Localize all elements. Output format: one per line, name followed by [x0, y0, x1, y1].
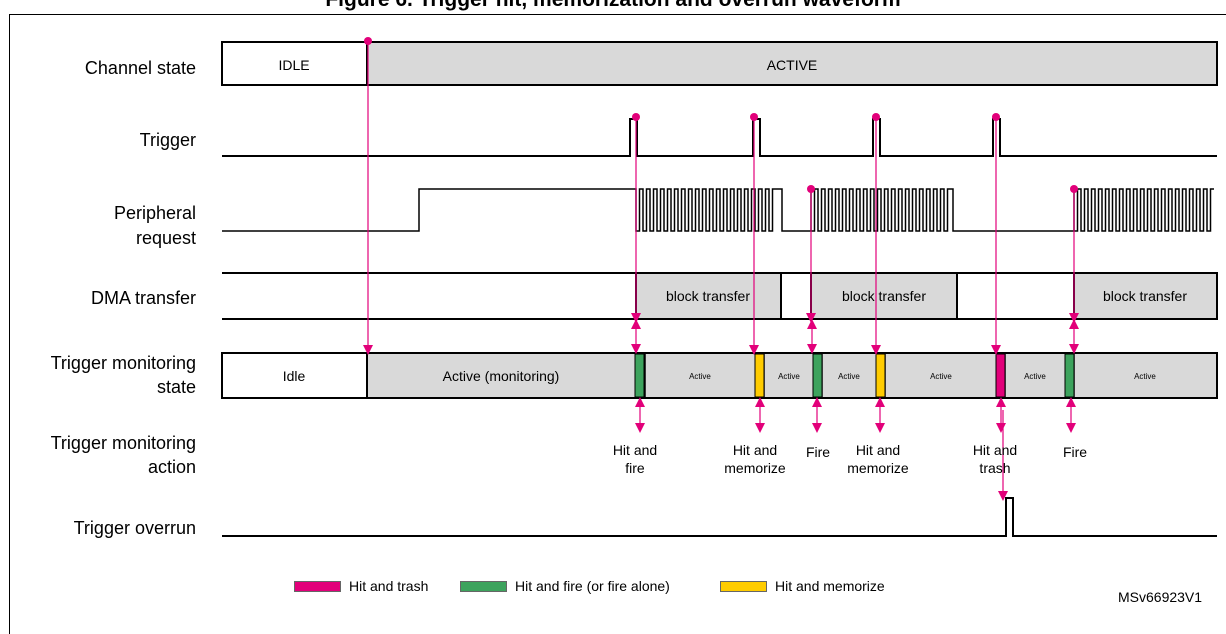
monitoring-active-text-3: Active: [838, 372, 860, 381]
dma-block-2: [810, 272, 958, 320]
label-monitoring-action-1: Trigger monitoring: [50, 433, 196, 453]
monitoring-active-text-2: Active: [778, 372, 800, 381]
label-dma-transfer: DMA transfer: [90, 288, 196, 308]
monitoring-fire-2: [812, 353, 823, 398]
label-peripheral-request-2: request: [135, 228, 196, 248]
monitoring-active-text-1: Active: [689, 372, 711, 381]
monitoring-fire-3: [1064, 353, 1075, 398]
dma-block-1-text: block transfer: [666, 288, 750, 304]
figure-title: Figure 6. Trigger hit, memorization and …: [0, 0, 1226, 12]
dma-block-3-text: block transfer: [1103, 288, 1187, 304]
figure-reference: MSv66923V1: [1118, 589, 1203, 605]
legend-hit-and-fire: Hit and fire (or fire alone): [460, 578, 670, 594]
monitoring-active-text-4: Active: [930, 372, 952, 381]
channel-idle-text: IDLE: [278, 57, 309, 73]
label-trigger-overrun: Trigger overrun: [73, 518, 196, 538]
legend-hit-and-trash: Hit and trash: [294, 578, 428, 594]
action-fire-2: Fire: [1062, 444, 1088, 460]
monitoring-idle-text: Idle: [283, 368, 306, 384]
label-channel-state: Channel state: [84, 58, 196, 78]
monitoring-hit-memorize-1: [754, 353, 765, 398]
channel-idle-box: [221, 41, 368, 86]
monitoring-active-box: [366, 352, 1218, 399]
legend-hit-and-memorize: Hit and memorize: [720, 578, 885, 594]
event-arrows: [363, 37, 1079, 501]
channel-state-row: IDLE ACTIVE: [221, 41, 1218, 86]
figure-frame: [9, 14, 1226, 634]
trigger-waveform: [222, 118, 1217, 157]
label-monitoring-state-2: state: [156, 377, 196, 397]
legend-swatch-memorize: [720, 580, 767, 592]
peripheral-request-waveform: [222, 188, 1214, 232]
label-monitoring-action-2: action: [147, 457, 196, 477]
dma-block-3: [1073, 272, 1218, 320]
monitoring-hit-memorize-2: [875, 353, 886, 398]
monitoring-state-row: Idle Active (monitoring) Active Active A…: [221, 352, 1218, 399]
waveform-diagram: IDLE ACTIVE block transfer block transfe…: [221, 37, 1218, 537]
dma-transfer-row: block transfer block transfer block tran…: [222, 272, 1218, 320]
legend-swatch-trash: [294, 580, 341, 592]
monitoring-hit-trash: [995, 353, 1006, 398]
monitoring-active-main-text: Active (monitoring): [443, 368, 560, 384]
trigger-overrun-waveform: [222, 497, 1217, 537]
monitoring-active-text-6: Active: [1134, 372, 1156, 381]
dma-block-1: [635, 272, 782, 320]
channel-active-text: ACTIVE: [767, 57, 818, 73]
monitoring-active-text-5: Active: [1024, 372, 1046, 381]
legend-swatch-fire: [460, 580, 507, 592]
channel-active-box: [366, 41, 1218, 86]
action-fire-1: Fire: [805, 444, 831, 460]
label-peripheral-request-1: Peripheral: [113, 203, 196, 223]
dma-block-2-text: block transfer: [842, 288, 926, 304]
label-monitoring-state-1: Trigger monitoring: [50, 353, 196, 373]
label-trigger: Trigger: [139, 130, 196, 150]
monitoring-hit-fire-1: [634, 353, 645, 398]
